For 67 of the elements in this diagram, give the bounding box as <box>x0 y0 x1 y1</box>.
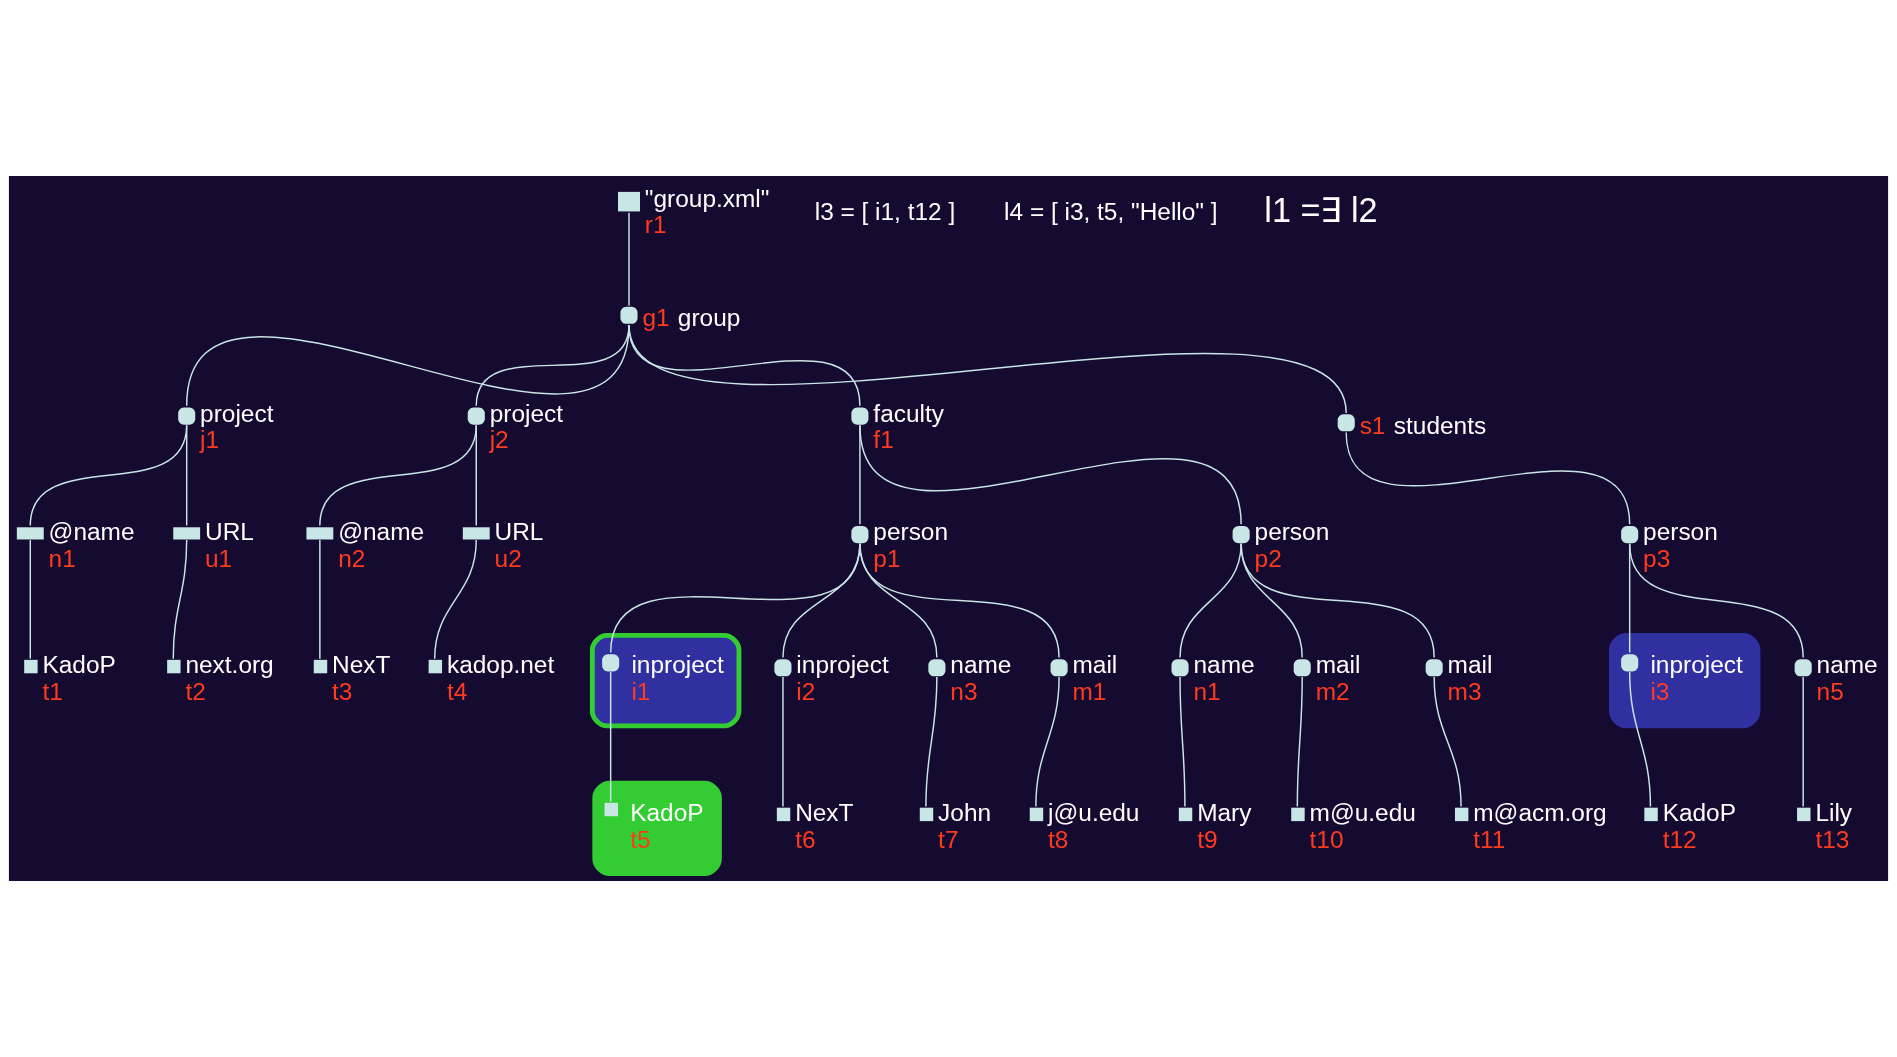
node-label: p2 <box>1254 544 1282 572</box>
node-label: name <box>1193 651 1255 679</box>
node-label: t10 <box>1309 826 1344 854</box>
label: l4 = [ i3, t5, "Hello" ] <box>1004 197 1218 225</box>
node-label: project <box>489 399 564 427</box>
node-label: t12 <box>1662 826 1697 854</box>
node-label: t11 <box>1473 826 1506 854</box>
node-label: t8 <box>1048 826 1069 854</box>
node-label: mail <box>1072 651 1118 679</box>
node-label: group <box>677 304 741 332</box>
node-label: NexT <box>332 651 391 679</box>
node-label: t9 <box>1197 826 1218 854</box>
node-label: m3 <box>1447 678 1482 706</box>
node-label: u1 <box>205 544 233 572</box>
node-label: t2 <box>185 678 206 706</box>
node-label: m@u.edu <box>1309 799 1416 827</box>
node-label: next.org <box>185 651 274 679</box>
node-label: person <box>1643 518 1718 546</box>
node-label: n5 <box>1816 678 1844 706</box>
node-label: p3 <box>1643 544 1671 572</box>
node-label: KadoP <box>42 651 116 679</box>
node-label: m2 <box>1315 678 1350 706</box>
node-label: r1 <box>644 211 667 239</box>
node-label: m1 <box>1072 678 1107 706</box>
node-label: mail <box>1447 651 1493 679</box>
node-label: kadop.net <box>446 651 555 679</box>
node-label: @name <box>48 518 135 546</box>
node-label: NexT <box>795 799 854 827</box>
node-label: Lily <box>1815 799 1853 827</box>
node-label: URL <box>494 518 544 546</box>
node-label: John <box>938 799 992 827</box>
node-label: URL <box>205 518 254 546</box>
node-label: i2 <box>796 678 816 706</box>
node-label: person <box>873 518 949 546</box>
node-label: u2 <box>494 544 522 572</box>
node-label: KadoP <box>1662 799 1736 827</box>
node-label: t3 <box>332 678 353 706</box>
node-label: project <box>200 399 274 427</box>
node-label: j2 <box>489 426 509 454</box>
label: l3 = [ i1, t12 ] <box>814 197 956 225</box>
node-label: t1 <box>42 678 63 706</box>
node-label: g1 <box>642 304 670 332</box>
node-label: students <box>1393 411 1487 439</box>
node-label: t6 <box>795 826 816 854</box>
node-label: p1 <box>873 544 901 572</box>
node-label: t4 <box>446 678 468 706</box>
node-label: f1 <box>873 426 894 454</box>
node-label: @name <box>338 518 425 546</box>
node-label: n1 <box>1193 678 1221 706</box>
node-label: m@acm.org <box>1473 799 1607 827</box>
node-label: t7 <box>938 826 959 854</box>
node-label: j1 <box>200 426 220 454</box>
node-label: n1 <box>48 544 76 572</box>
node-label: s1 <box>1359 411 1386 439</box>
node-label: "group.xml" <box>644 184 770 212</box>
node-label: Mary <box>1197 799 1252 827</box>
node-label: name <box>1816 651 1878 679</box>
node-label: person <box>1254 518 1330 546</box>
node-label: t13 <box>1815 826 1850 854</box>
node-label: name <box>950 651 1012 679</box>
node-label: mail <box>1315 651 1361 679</box>
node-label: inproject <box>796 651 889 679</box>
node-label: j@u.edu <box>1048 799 1140 827</box>
node-label: n2 <box>338 544 366 572</box>
label: l1 =∃ l2 <box>1264 191 1378 230</box>
node-label: n3 <box>950 678 978 706</box>
node-label: faculty <box>873 399 944 427</box>
